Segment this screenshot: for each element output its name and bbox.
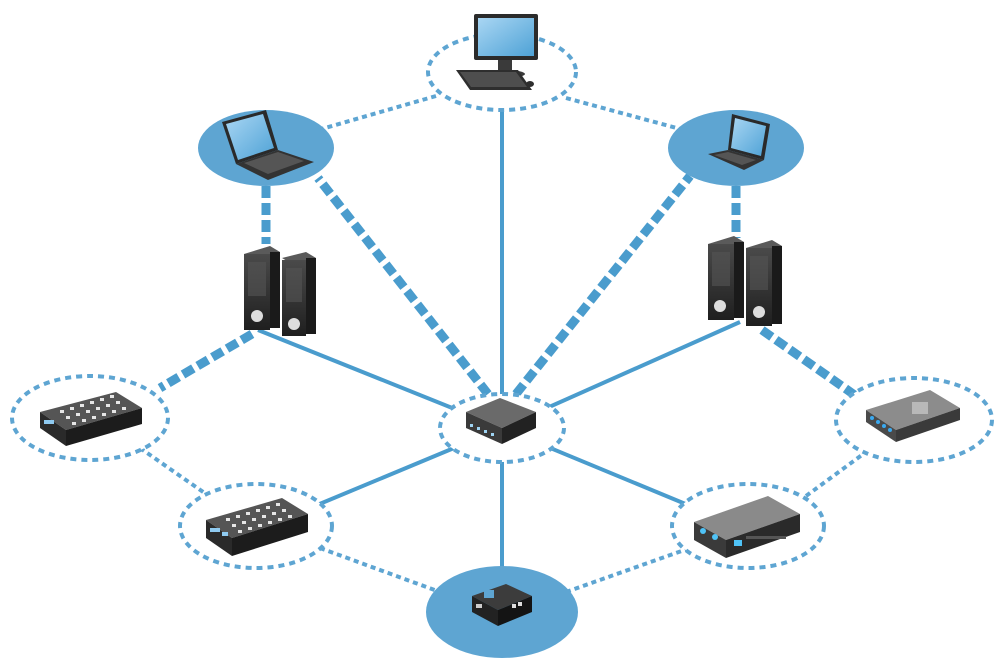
laptop-icon[interactable] [222, 110, 314, 180]
network-switch-icon[interactable] [206, 498, 308, 556]
link-top-upper-right [565, 96, 685, 132]
tower-server-icon[interactable] [708, 236, 782, 326]
router-icon[interactable] [866, 390, 960, 442]
laptop-icon[interactable] [708, 114, 770, 170]
link-bottom-lower-right [565, 546, 691, 594]
link-hub-upper-left [314, 175, 492, 397]
link-hub-upper-right [512, 173, 694, 397]
network-switch-icon[interactable] [40, 392, 142, 446]
tower-server-icon[interactable] [244, 246, 316, 336]
desktop-computer-icon[interactable] [456, 14, 538, 90]
link-lower-left-bottom [319, 546, 441, 594]
link-server-left-left [157, 330, 255, 392]
network-switch-icon[interactable] [466, 398, 536, 444]
router-icon[interactable] [472, 584, 532, 626]
link-left-lower-left [138, 446, 208, 496]
link-top-upper-left [317, 94, 437, 132]
link-lower-right-right [804, 450, 868, 498]
link-server-right-right [759, 326, 859, 400]
server-appliance-icon[interactable] [694, 496, 800, 558]
